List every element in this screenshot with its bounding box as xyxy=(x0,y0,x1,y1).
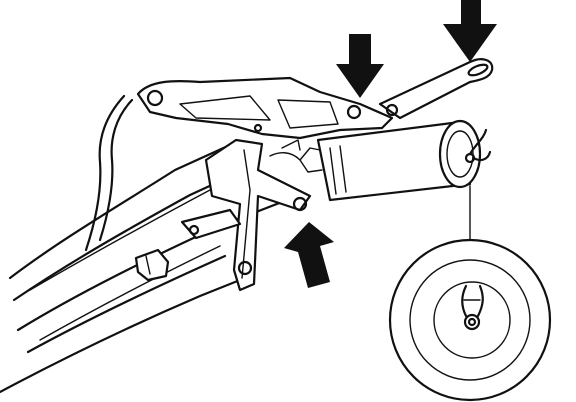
top-mounting-bolt xyxy=(346,104,362,120)
support-bracket xyxy=(204,138,312,292)
linkage-arm xyxy=(378,58,494,120)
detail-wire-left xyxy=(461,284,468,318)
arrow-linkage-arm-end xyxy=(443,0,497,62)
detail-wire-right xyxy=(476,284,484,318)
arrow-top-mounting-bolt xyxy=(336,34,384,98)
arrow-lower-mounting-bolt xyxy=(284,222,334,288)
motor-end-connector-detail xyxy=(388,238,552,402)
cable xyxy=(84,94,134,252)
arm-end-slot xyxy=(467,63,489,77)
frame-rail xyxy=(0,143,302,394)
lower-brace xyxy=(180,208,242,240)
lower-mounting-bolt xyxy=(292,196,308,212)
bracket-bolt-hole xyxy=(146,89,164,107)
bracket-rivet xyxy=(253,123,263,133)
bracket-lower-hole xyxy=(237,260,253,276)
brace-bolt xyxy=(188,224,200,236)
frame-clip xyxy=(134,248,170,282)
detail-center-terminal xyxy=(463,313,481,331)
wiper-motor xyxy=(269,119,492,202)
motor-end-cap xyxy=(438,119,482,189)
upper-bracket xyxy=(136,76,394,140)
arm-pivot xyxy=(385,103,399,117)
